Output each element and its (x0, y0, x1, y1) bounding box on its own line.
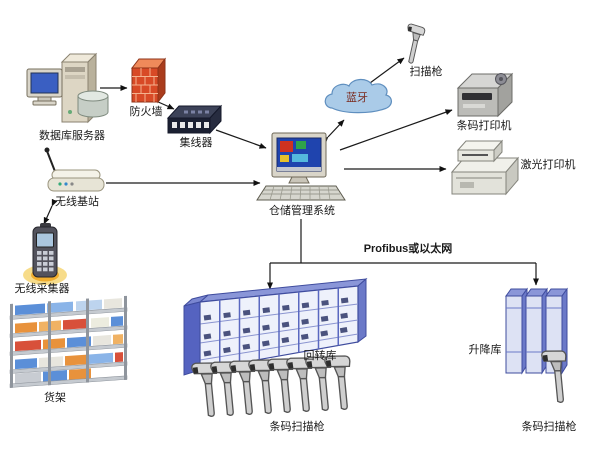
carousel-warehouse-label: 回转库 (303, 350, 337, 362)
edge-cloud-scanner (362, 57, 405, 90)
edge-firewall-hub (155, 100, 175, 110)
edge-fieldbus (270, 219, 536, 264)
firewall-label: 防火墙 (129, 106, 163, 118)
laser-printer-label: 激光打印机 (520, 159, 576, 171)
hub-icon (166, 104, 223, 135)
edge-hub-computer (215, 129, 267, 149)
lift-warehouse-label: 升降库 (468, 344, 502, 356)
wireless-collector-icon (23, 223, 67, 285)
fieldbus-label: Profibus或以太网 (363, 243, 453, 255)
barcode-scanner-single-label: 条码扫描枪 (521, 421, 577, 433)
wireless-collector-label: 无线采集器 (14, 283, 70, 295)
laser-printer-icon (450, 139, 520, 196)
wms-computer-icon (256, 132, 346, 201)
handheld-scanner-icon (401, 23, 427, 65)
wireless-base-station-icon (44, 147, 105, 192)
edge-station-collector (43, 198, 58, 225)
wms-computer-label: 仓储管理系统 (269, 205, 335, 217)
barcode-scanner-row-label: 条码扫描枪 (269, 421, 325, 433)
edge-computer-barcodeprinter (339, 109, 453, 151)
storage-rack-label: 货架 (44, 392, 66, 404)
carousel-warehouse-icon (183, 277, 368, 376)
connector-lines (43, 57, 539, 290)
collector-screen (36, 232, 54, 248)
barcode-scanner-single-icon (540, 347, 573, 405)
barcode-scanner-row-icon (190, 352, 358, 419)
edge-computer-cloud (321, 119, 345, 144)
hub-label: 集线器 (179, 137, 213, 149)
firewall-icon (130, 57, 167, 104)
barcode-printer-label: 条码打印机 (456, 120, 512, 132)
bluetooth-label: 蓝牙 (346, 92, 368, 104)
database-server-label: 数据库服务器 (39, 130, 105, 142)
wireless-base-station-label: 无线基站 (55, 196, 99, 208)
bluetooth-cloud-icon (324, 78, 392, 114)
database-cylinder (77, 96, 109, 118)
storage-rack-icon (9, 295, 128, 388)
handheld-scanner-label: 扫描枪 (409, 66, 443, 78)
barcode-printer-icon (456, 72, 514, 118)
server-screen (30, 72, 59, 94)
database-server-icon (26, 52, 109, 124)
